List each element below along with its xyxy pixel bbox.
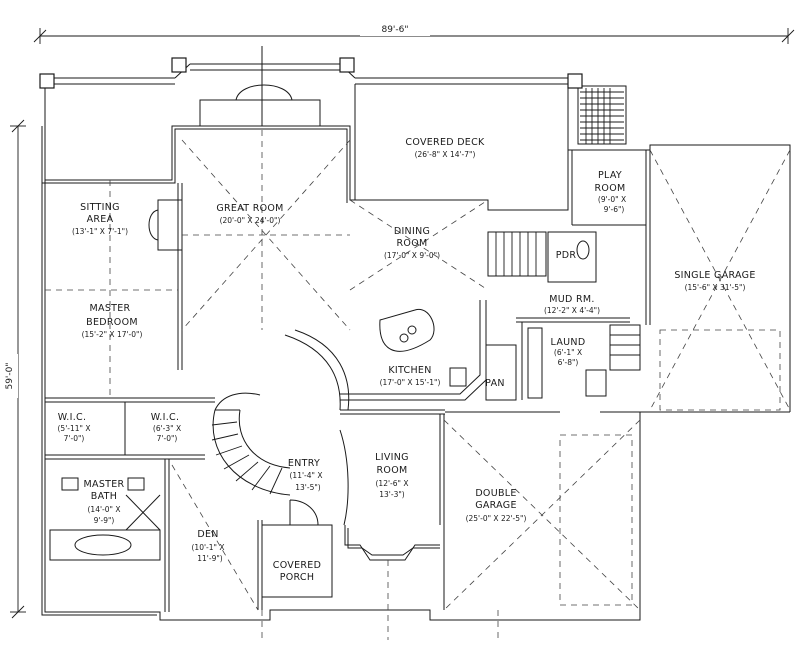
deck-post	[339, 57, 355, 73]
wic-1-dims: (5'-11" X	[58, 424, 91, 433]
living-room-dims: (12'-6" X	[376, 479, 409, 488]
entry-name: ENTRY	[288, 458, 320, 469]
exterior-walls	[41, 125, 791, 621]
dining-room-name: DINING	[394, 226, 430, 237]
mud-room-dims: (12'-2" X 4'-4")	[544, 306, 600, 315]
sitting-area-name-2: AREA	[87, 214, 114, 225]
deck-post	[567, 73, 583, 89]
wic-2-dims-2: 7'-0")	[157, 434, 178, 443]
master-bath-name-2: BATH	[91, 491, 117, 502]
dining-room-dims: (17'-0" X 9'-0")	[384, 251, 440, 260]
entry-dims: (11'-4" X	[290, 471, 323, 480]
den-dims: (10'-1" X	[192, 543, 225, 552]
single-garage-dims: (15'-6" X 31'-5")	[685, 283, 746, 292]
wic-2-dims: (6'-3" X	[153, 424, 181, 433]
covered-deck-name: COVERED DECK	[405, 137, 485, 148]
wic-1-name: W.I.C.	[58, 412, 87, 423]
laundry-name: LAUND	[551, 337, 586, 348]
great-room-dims: (20'-0" X 24'-0")	[220, 216, 281, 225]
room-labels: COVERED DECK (26'-8" X 14'-7") PLAY ROOM…	[58, 137, 756, 583]
wic-2-name: W.I.C.	[151, 412, 180, 423]
great-room-name: GREAT ROOM	[216, 203, 283, 214]
overall-width-label: 89'-6"	[381, 25, 408, 35]
double-garage-dims: (25'-0" X 22'-5")	[466, 514, 527, 523]
double-garage-name-2: GARAGE	[475, 500, 517, 511]
covered-porch-name: COVERED	[273, 560, 321, 571]
living-room-name-2: ROOM	[377, 465, 408, 476]
master-bath-dims: (14'-0" X	[88, 505, 121, 514]
play-room-dims: (9'-0" X	[598, 195, 626, 204]
pdr-name: PDR	[556, 250, 577, 261]
single-garage-name: SINGLE GARAGE	[674, 270, 755, 281]
master-bedroom-dims: (15'-2" X 17'-0")	[82, 330, 143, 339]
overall-depth-label: 59'-0"	[5, 362, 15, 389]
pantry-name: PAN	[485, 378, 505, 389]
double-garage-name: DOUBLE	[475, 488, 516, 499]
mud-room-name: MUD RM.	[549, 294, 594, 305]
play-room-name-2: ROOM	[595, 183, 626, 194]
deck-post	[39, 73, 55, 89]
interior-walls	[45, 150, 781, 612]
entry-dims-2: 13'-5")	[295, 483, 321, 492]
laundry-dims: (6'-1" X	[554, 348, 582, 357]
living-room-dims-2: 13'-3")	[379, 490, 405, 499]
laundry-dims-2: 6'-8")	[558, 358, 579, 367]
master-bath-name: MASTER	[84, 479, 125, 490]
play-room-dims-2: 9'-6")	[604, 205, 625, 214]
master-bedroom-name-2: BEDROOM	[86, 317, 138, 328]
sitting-area-dims: (13'-1" X 7'-1")	[72, 227, 128, 236]
den-name: DEN	[197, 529, 218, 540]
den-dims-2: 11'-9")	[197, 554, 223, 563]
master-bedroom-name: MASTER	[90, 303, 131, 314]
sitting-area-name: SITTING	[80, 202, 120, 213]
dining-room-name-2: ROOM	[397, 238, 428, 249]
overall-width-dimension: 89'-6"	[33, 22, 795, 44]
ceiling-lines	[45, 130, 791, 640]
living-room-name: LIVING	[375, 452, 409, 463]
covered-porch-name-2: PORCH	[280, 572, 315, 583]
deck-post	[171, 57, 187, 73]
overall-depth-dimension: 59'-0"	[4, 119, 26, 619]
deck-structure	[39, 46, 627, 200]
kitchen-name: KITCHEN	[388, 365, 431, 376]
kitchen-dims: (17'-0" X 15'-1")	[380, 378, 441, 387]
play-room-name: PLAY	[598, 170, 622, 181]
master-bath-dims-2: 9'-9")	[94, 516, 115, 525]
covered-deck-dims: (26'-8" X 14'-7")	[415, 150, 476, 159]
wic-1-dims-2: 7'-0")	[64, 434, 85, 443]
